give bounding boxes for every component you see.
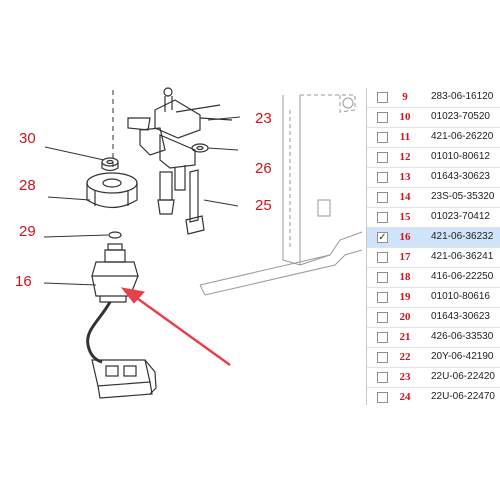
row-part-number: 01023-70520 [431,111,490,122]
row-part-number: 22U-06-22470 [431,391,495,402]
parts-list-row[interactable]: 19 01010-80616 [367,288,500,308]
parts-list-row[interactable]: 11 421-06-26220 [367,128,500,148]
parts-list-row[interactable]: 22 20Y-06-42190 [367,348,500,368]
row-part-number: 426-06-33530 [431,331,494,342]
callout-28: 28 [19,177,36,194]
parts-list-row[interactable]: 20 01643-30623 [367,308,500,328]
row-checkbox[interactable] [377,172,388,183]
row-part-number: 421-06-36241 [431,251,494,262]
parts-list-row[interactable]: 18 416-06-22250 [367,268,500,288]
row-checkbox[interactable] [377,252,388,263]
parts-list-row[interactable]: 10 01023-70520 [367,108,500,128]
row-item-number: 15 [399,211,411,223]
row-checkbox[interactable] [377,132,388,143]
row-item-number: 18 [399,271,411,283]
parts-list-panel: 9 283-06-16120 10 01023-70520 11 421-06-… [366,88,500,405]
row-item-number: 20 [399,311,411,323]
parts-list-row[interactable]: 13 01643-30623 [367,168,500,188]
row-checkbox[interactable] [377,112,388,123]
row-checkbox[interactable] [377,372,388,383]
parts-list-row[interactable]: 24 22U-06-22470 [367,388,500,405]
row-item-number: 17 [399,251,411,263]
parts-diagram: 23 30 26 28 25 29 16 [0,60,366,405]
diagram-drawing [43,87,363,399]
row-item-number: 10 [399,111,411,123]
parts-list-row[interactable]: 15 01023-70412 [367,208,500,228]
row-checkbox[interactable] [377,192,388,203]
row-item-number: 13 [399,171,411,183]
row-item-number: 23 [399,371,411,383]
row-part-number: 01010-80612 [431,151,490,162]
row-part-number: 22U-06-22420 [431,371,495,382]
row-item-number: 14 [399,191,411,203]
row-part-number: 01023-70412 [431,211,490,222]
callout-30: 30 [19,130,36,147]
parts-list-row[interactable]: 14 23S-05-35320 [367,188,500,208]
row-item-number: 11 [399,131,411,143]
row-part-number: 23S-05-35320 [431,191,495,202]
row-checkbox[interactable] [377,292,388,303]
callout-23: 23 [255,110,272,127]
row-checkbox[interactable] [377,352,388,363]
row-part-number: 421-06-26220 [431,131,494,142]
callout-25: 25 [255,197,272,214]
callout-16: 16 [15,273,32,290]
parts-list-row-selected[interactable]: ✓ 16 421-06-36232 [367,228,500,248]
row-item-number: 24 [399,391,411,403]
row-part-number: 416-06-22250 [431,271,494,282]
row-checkbox-checked[interactable]: ✓ [377,232,388,243]
row-checkbox[interactable] [377,272,388,283]
parts-list-row[interactable]: 17 421-06-36241 [367,248,500,268]
row-part-number: 01010-80616 [431,291,490,302]
parts-list-row[interactable]: 9 283-06-16120 [367,88,500,108]
parts-list-row[interactable]: 21 426-06-33530 [367,328,500,348]
row-part-number: 20Y-06-42190 [431,351,494,362]
parts-list-row[interactable]: 12 01010-80612 [367,148,500,168]
row-part-number: 01643-30623 [431,311,490,322]
row-checkbox[interactable] [377,92,388,103]
row-part-number: 01643-30623 [431,171,490,182]
row-checkbox[interactable] [377,152,388,163]
pointer-arrow [120,287,231,367]
row-checkbox[interactable] [377,392,388,403]
row-checkbox[interactable] [377,312,388,323]
row-checkbox[interactable] [377,212,388,223]
callout-29: 29 [19,223,36,240]
row-part-number: 421-06-36232 [431,231,494,242]
callout-26: 26 [255,160,272,177]
row-item-number: 22 [399,351,411,363]
row-part-number: 283-06-16120 [431,91,494,102]
row-item-number: 9 [402,91,408,103]
row-item-number: 16 [399,231,411,243]
parts-list-row[interactable]: 23 22U-06-22420 [367,368,500,388]
row-checkbox[interactable] [377,332,388,343]
row-item-number: 12 [399,151,411,163]
row-item-number: 21 [399,331,411,343]
row-item-number: 19 [399,291,411,303]
